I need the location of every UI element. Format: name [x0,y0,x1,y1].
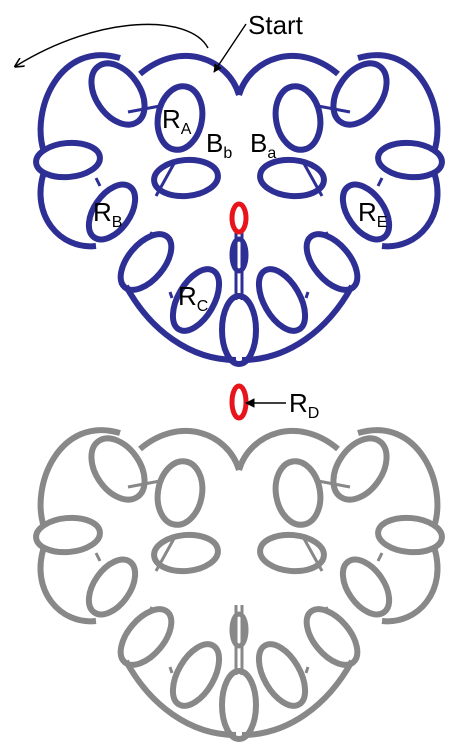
chain-bridge [123,659,237,738]
heart-right-half [236,52,445,363]
picot-join [168,666,174,674]
chain-bridge [123,284,237,363]
picot-join [300,534,324,572]
chain-bridge [357,52,441,153]
picot-join [317,479,351,489]
label-ring-c: RC [178,281,208,315]
curved-arrow-left-icon [16,23,209,66]
tatted-ring [375,514,445,556]
heart-motif-blue [33,52,445,367]
picot-join [168,291,174,299]
label-ring-a: RA [162,104,192,138]
picot-join [304,666,310,674]
label-ring-b: RB [93,197,122,231]
picot-join [300,159,324,197]
label-bridge-b: Bb [206,128,232,162]
tatted-ring [375,139,445,181]
heart-left-half [33,427,242,738]
heart-motif-gray [33,427,445,742]
chain-bridge [381,546,441,625]
tatted-ring [169,266,223,334]
chain-bridge [357,427,441,528]
picot-join [127,479,161,489]
tatted-ring [85,556,139,618]
picot-join [324,231,330,237]
tatted-ring [272,458,324,528]
tatted-ring [117,231,175,293]
picot-join [148,231,154,237]
tatted-ring [169,641,223,709]
tatted-ring [255,641,309,709]
chain-bridge [37,171,97,250]
center-ring-large [219,293,259,367]
chain-bridge [236,428,340,471]
tatted-ring [33,139,103,181]
chain-bridge [37,546,97,625]
tatted-ring [303,231,361,293]
tatted-ring [117,606,175,668]
tatted-ring [88,435,148,503]
chain-bridge [37,427,121,528]
tatted-ring [85,181,139,243]
tatted-ring [257,156,327,200]
heart-right-half [236,427,445,738]
tatted-ring [151,531,221,575]
picot-join [304,291,310,299]
chain-bridge [241,659,355,738]
chain-bridge [138,428,242,471]
tatted-ring [151,156,221,200]
chain-bridge [381,171,441,250]
tatted-ring [154,83,206,153]
picot-join [94,552,102,562]
label-ring-e: RE [358,197,387,231]
picot-join [324,606,330,612]
center-ring-small [229,611,249,649]
tatted-ring [154,458,206,528]
center-ring-small [229,236,249,274]
picot-join [154,159,178,197]
start-pointer-line [213,23,247,73]
heart-left-half [33,52,242,363]
picot-join [154,534,178,572]
tatted-ring [303,606,361,668]
center-ring-large [219,668,259,742]
tatted-ring [330,60,390,128]
label-start: Start [248,10,304,40]
picot-join [376,177,384,187]
tatted-ring [330,435,390,503]
picot-join [376,552,384,562]
join-ring-upper [229,201,249,235]
tatted-ring [33,514,103,556]
tatted-ring [272,83,324,153]
picot-join [317,104,351,114]
tatted-ring [257,531,327,575]
label-ring-d: RD [289,388,319,422]
picot-join [127,104,161,114]
tatted-ring [339,556,393,618]
chain-bridge [236,53,340,96]
tatted-ring [255,266,309,334]
tatted-ring [339,181,393,243]
picot-join [148,606,154,612]
picot-join [94,177,102,187]
chain-bridge [241,284,355,363]
tatted-ring [88,60,148,128]
join-ring-lower [229,383,249,421]
chain-bridge [37,52,121,153]
label-bridge-a: Ba [250,128,276,162]
chain-bridge [138,53,242,96]
